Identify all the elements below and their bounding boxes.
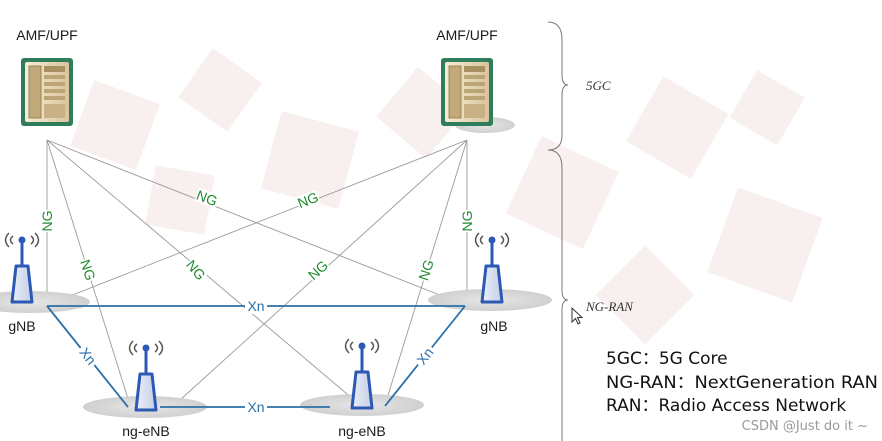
- ng-label: NG: [77, 258, 99, 283]
- legend-line-ng-ran: NG-RAN：NextGeneration RAN: [606, 373, 878, 393]
- ng-label: NG: [183, 257, 209, 283]
- xn-label: Xn: [247, 298, 264, 314]
- server-icon: [20, 57, 74, 127]
- xn-links: [46, 305, 466, 408]
- legend-line-ran: RAN：Radio Access Network: [606, 396, 846, 416]
- ng-enb-label-left: ng-eNB: [122, 423, 169, 439]
- tier-label-5gc: 5GC: [586, 78, 611, 93]
- tier-label-ng-ran: NG-RAN: [585, 299, 634, 314]
- ng-links: [46, 139, 468, 406]
- ng-labels: NG NG NG NG NG NG NG NG: [39, 187, 475, 283]
- legend: 5GC：5G Core NG-RAN：NextGeneration RAN RA…: [606, 349, 878, 416]
- server-icon: [440, 57, 494, 127]
- ng-label: NG: [459, 211, 475, 232]
- ng-label: NG: [305, 257, 331, 283]
- legend-line-5gc: 5GC：5G Core: [606, 349, 728, 369]
- ng-label: NG: [415, 258, 437, 283]
- tier-bracket: [547, 21, 569, 441]
- gnb-label-left: gNB: [8, 318, 35, 334]
- ng-link: [46, 139, 468, 306]
- background-pattern: [70, 48, 823, 345]
- watermark: CSDN @Just do it ~: [742, 419, 868, 434]
- ng-label: NG: [194, 187, 219, 209]
- ng-label: NG: [295, 189, 320, 211]
- ng-enb-label-right: ng-eNB: [338, 423, 385, 439]
- amf-upf-label-left: AMF/UPF: [16, 27, 77, 43]
- xn-label: Xn: [247, 399, 264, 415]
- gnb-label-right: gNB: [480, 318, 507, 334]
- mouse-cursor-icon: [571, 306, 584, 325]
- xn-label: Xn: [413, 344, 436, 367]
- ng-label: NG: [39, 211, 55, 232]
- amf-upf-label-right: AMF/UPF: [436, 27, 497, 43]
